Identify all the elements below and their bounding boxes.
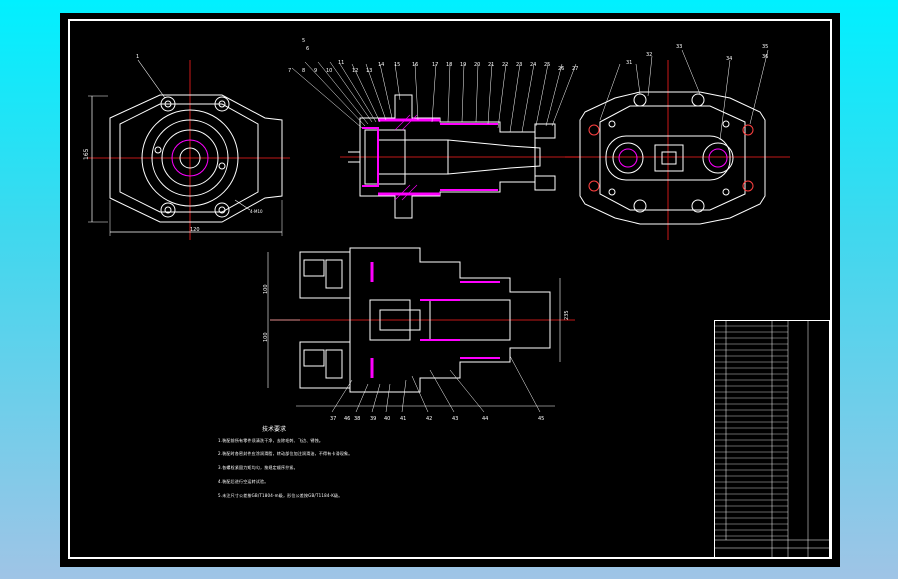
balloon-left-1: 1 xyxy=(136,54,139,60)
top-balloons: 5 6 7 8 9 10 11 12 13 14 15 16 17 18 19 … xyxy=(288,38,578,74)
balloon: 27 xyxy=(572,66,578,72)
balloon: 6 xyxy=(306,46,309,52)
balloon: 33 xyxy=(676,44,682,50)
drawing-border xyxy=(68,19,832,559)
note-line: 5.未注尺寸公差按GB/T1804-m级，形位公差按GB/T1184-K级。 xyxy=(218,493,343,498)
balloon: 8 xyxy=(302,68,305,74)
right-end-view xyxy=(565,49,790,240)
balloon: 13 xyxy=(366,68,372,74)
balloon: 16 xyxy=(412,62,418,68)
bolt-hole xyxy=(588,180,600,192)
balloon: 15 xyxy=(394,62,400,68)
balloon: 26 xyxy=(558,66,564,72)
left-end-view xyxy=(88,59,290,240)
balloon: 32 xyxy=(646,52,652,58)
balloon: 31 xyxy=(626,60,632,66)
right-balloons: 31 32 33 34 35 36 xyxy=(626,44,768,66)
dim-bolt-circle: 4-M10 xyxy=(250,209,263,214)
balloon: 19 xyxy=(460,62,466,68)
balloon: 7 xyxy=(288,68,291,74)
note-line: 4.装配后进行空运转试验。 xyxy=(218,479,269,484)
bottom-balloons: 37 38 39 40 41 42 43 44 45 46 xyxy=(330,416,544,422)
balloon: 45 xyxy=(538,416,544,422)
balloon: 35 xyxy=(762,44,768,50)
balloon: 12 xyxy=(352,68,358,74)
main-section-view xyxy=(291,61,580,219)
bolt-hole xyxy=(691,93,705,107)
balloon: 20 xyxy=(474,62,480,68)
balloon: 36 xyxy=(762,54,768,60)
balloon: 39 xyxy=(370,416,376,422)
bottom-assembly-view xyxy=(267,247,575,413)
balloon: 38 xyxy=(354,416,360,422)
notes-title: 技术要求 xyxy=(262,426,287,433)
balloon: 11 xyxy=(338,60,344,66)
note-line: 1.装配前所有零件须清洗干净，去除毛刺、飞边、锈蚀。 xyxy=(218,438,324,443)
balloon: 5 xyxy=(302,38,305,44)
balloon: 25 xyxy=(544,62,550,68)
bolt-hole xyxy=(633,199,647,213)
bolt-hole xyxy=(633,93,647,107)
balloon: 42 xyxy=(426,416,432,422)
balloon: 9 xyxy=(314,68,317,74)
balloon: 22 xyxy=(502,62,508,68)
balloon: 21 xyxy=(488,62,494,68)
balloon: 10 xyxy=(326,68,332,74)
balloon: 46 xyxy=(344,416,350,422)
balloon: 23 xyxy=(516,62,522,68)
bolt-hole xyxy=(588,124,600,136)
balloon: 14 xyxy=(378,62,384,68)
balloon: 43 xyxy=(452,416,458,422)
bolt-hole xyxy=(691,199,705,213)
balloon: 18 xyxy=(446,62,452,68)
balloon: 24 xyxy=(530,62,536,68)
balloon: 44 xyxy=(482,416,488,422)
title-block xyxy=(714,320,830,558)
title-block-grid xyxy=(714,320,830,558)
bolt-hole xyxy=(214,202,230,218)
dim-left-height: 165 xyxy=(83,148,90,160)
balloon: 41 xyxy=(400,416,406,422)
dim-bottom-upper: 100 xyxy=(263,284,269,294)
dim-bottom-lower: 100 xyxy=(263,332,269,342)
note-line: 3.各螺栓紧固力矩均匀，按规定顺序拧紧。 xyxy=(218,465,298,470)
balloon: 37 xyxy=(330,416,336,422)
balloon: 34 xyxy=(726,56,732,62)
balloon: 17 xyxy=(432,62,438,68)
title-block-rows xyxy=(714,325,788,537)
dim-bottom-right: 235 xyxy=(564,310,570,320)
bolt-hole xyxy=(214,96,230,112)
note-line: 2.装配时各密封件应涂润滑脂，转动部位加注润滑油，不得有卡滞现象。 xyxy=(218,451,353,456)
bolt-hole xyxy=(160,202,176,218)
dim-left-width: 120 xyxy=(190,227,200,233)
balloon: 40 xyxy=(384,416,390,422)
bolt-hole xyxy=(742,124,754,136)
bolt-hole xyxy=(160,96,176,112)
bolt-hole xyxy=(742,180,754,192)
